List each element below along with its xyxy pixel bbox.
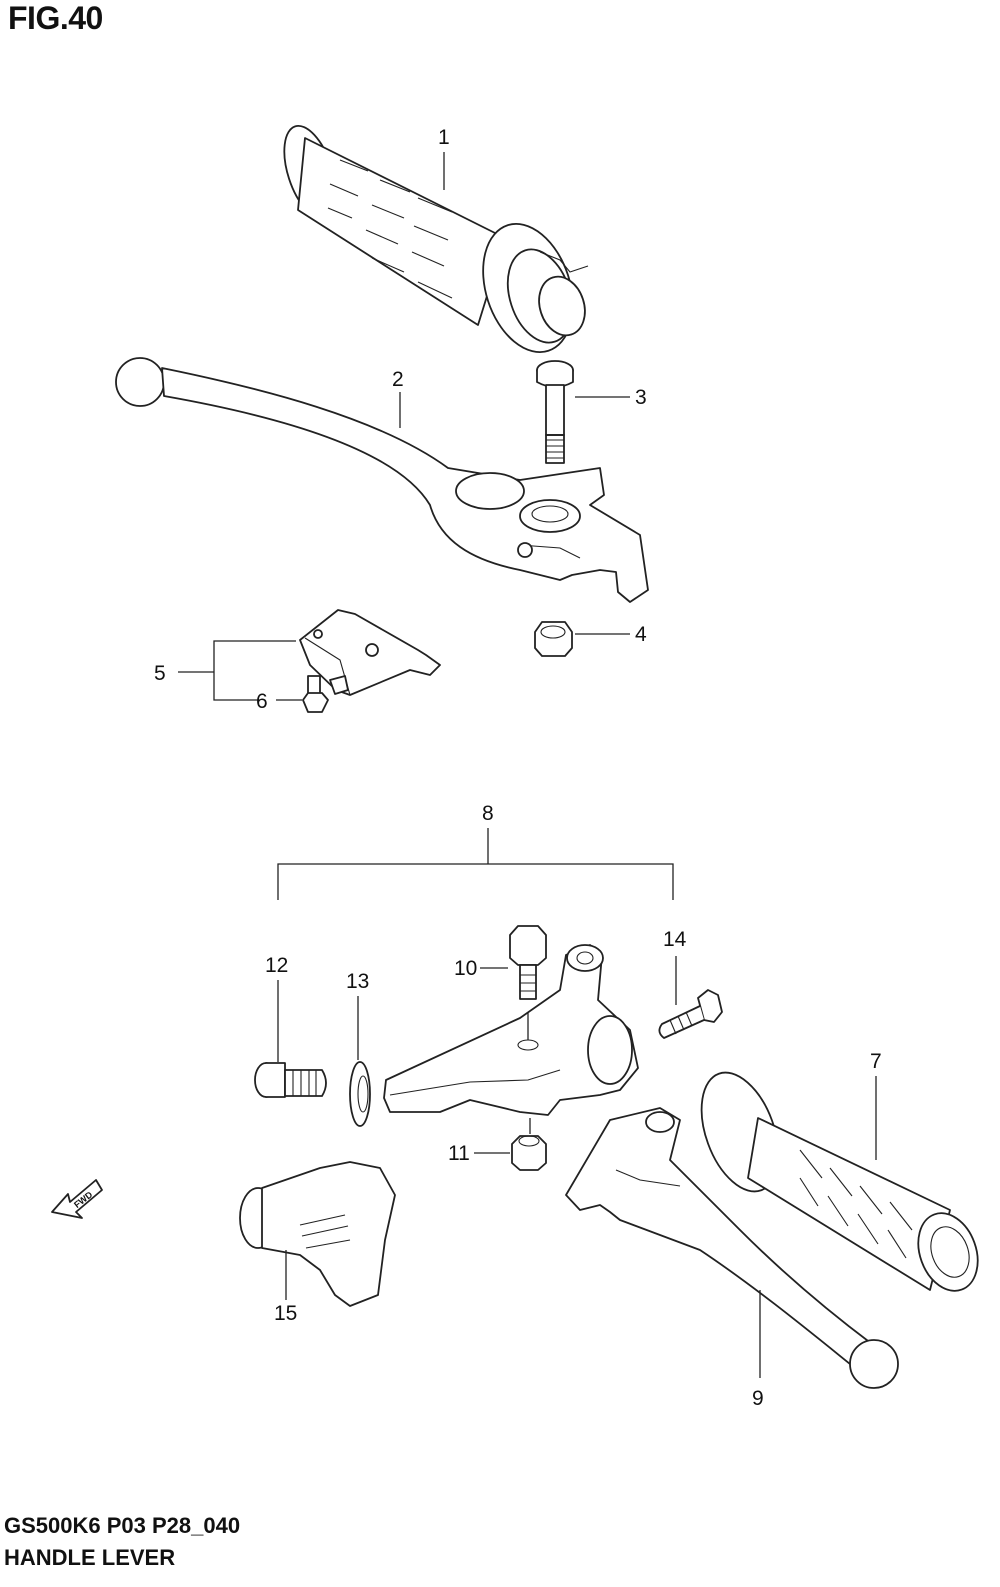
- bolt-icon[interactable]: [658, 989, 723, 1039]
- diagram-name: HANDLE LEVER: [4, 1545, 176, 1570]
- svg-text:10: 10: [454, 957, 477, 980]
- clutch-lever-icon[interactable]: [565, 1107, 899, 1389]
- svg-text:12: 12: [265, 954, 288, 977]
- callout-3: 3: [575, 386, 647, 409]
- brake-lever-icon[interactable]: [115, 357, 649, 603]
- pivot-bolt-icon[interactable]: [536, 360, 574, 464]
- svg-text:5: 5: [154, 662, 166, 685]
- callout-15: 15: [274, 1250, 297, 1325]
- callout-7: 7: [870, 1050, 882, 1160]
- svg-text:7: 7: [870, 1050, 882, 1073]
- diagram-code: GS500K6 P03 P28_040: [4, 1513, 241, 1538]
- forward-arrow-icon: FWD: [51, 1179, 103, 1219]
- svg-text:9: 9: [752, 1387, 764, 1410]
- throttle-grip-icon[interactable]: [274, 120, 592, 364]
- svg-text:4: 4: [635, 623, 647, 646]
- figure-title: FIG.40: [8, 0, 103, 36]
- callout-13: 13: [346, 970, 369, 1060]
- svg-text:11: 11: [448, 1142, 470, 1165]
- svg-text:3: 3: [635, 386, 647, 409]
- svg-text:2: 2: [392, 368, 404, 391]
- svg-text:15: 15: [274, 1302, 297, 1325]
- callout-9: 9: [752, 1290, 764, 1410]
- svg-text:6: 6: [256, 690, 268, 713]
- brake-switch-icon[interactable]: [299, 609, 441, 696]
- callout-8: 8: [277, 802, 674, 900]
- lock-ring-icon[interactable]: [349, 1061, 371, 1127]
- lever-bracket-icon[interactable]: [383, 944, 639, 1116]
- boot-cover-icon[interactable]: [239, 1161, 396, 1307]
- callout-1: 1: [438, 126, 450, 190]
- adjuster-bolt-icon[interactable]: [254, 1062, 327, 1098]
- svg-text:8: 8: [482, 802, 494, 825]
- bolt-icon[interactable]: [509, 925, 547, 1000]
- svg-text:1: 1: [438, 126, 450, 149]
- svg-text:14: 14: [663, 928, 687, 951]
- screw-icon[interactable]: [302, 675, 329, 713]
- callout-4: 4: [575, 623, 647, 646]
- callout-6: 6: [256, 690, 302, 713]
- callout-14: 14: [663, 928, 687, 1005]
- left-grip-icon[interactable]: [687, 1062, 988, 1299]
- nut-icon[interactable]: [534, 621, 573, 657]
- nut-icon[interactable]: [511, 1118, 547, 1171]
- callout-10: 10: [454, 957, 508, 980]
- callout-2: 2: [392, 368, 404, 428]
- callout-11: 11: [448, 1142, 510, 1165]
- callout-12: 12: [265, 954, 288, 1062]
- callout-5: 5: [154, 640, 296, 701]
- svg-text:13: 13: [346, 970, 369, 993]
